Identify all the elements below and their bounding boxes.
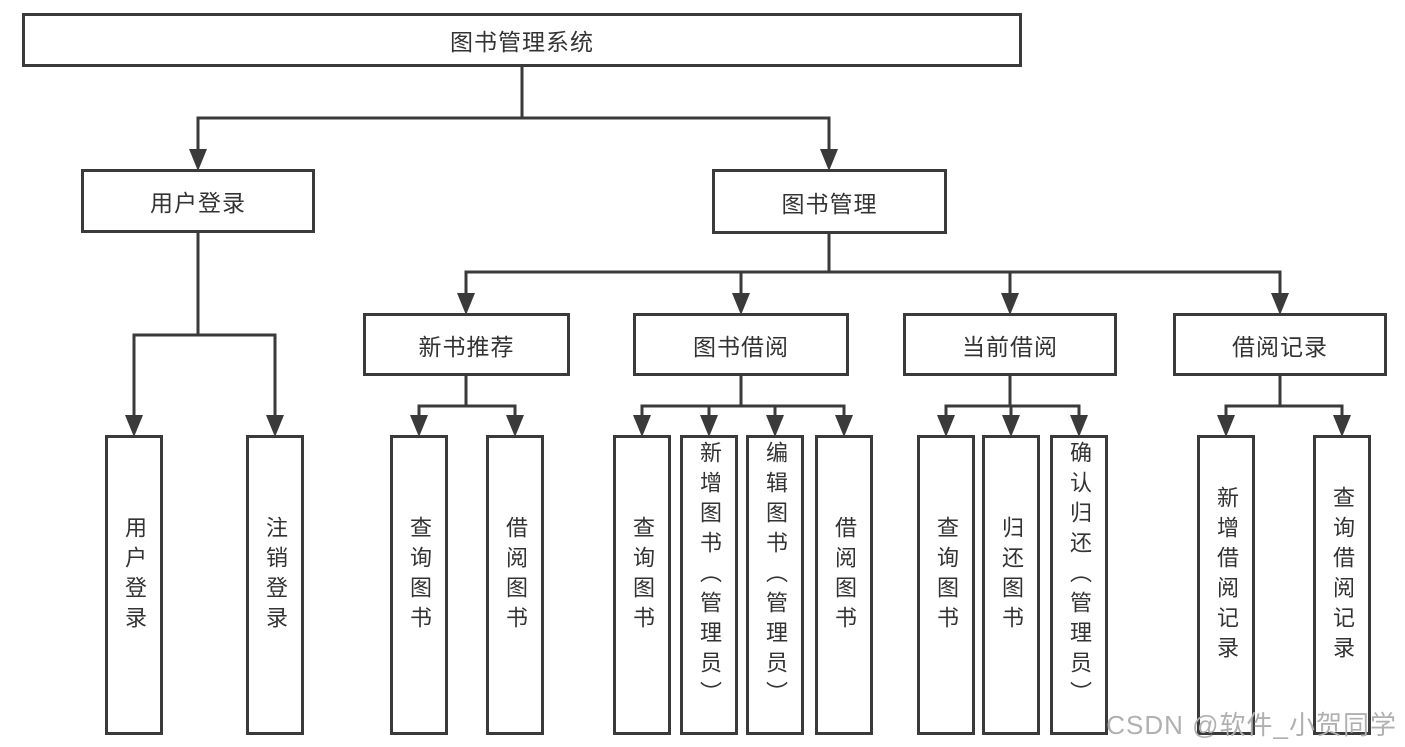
leaf-label: 确认归还（管理员） [1067, 441, 1092, 711]
watermark-text: CSDN @软件_小贺同学 [1106, 710, 1397, 740]
leaf-query-books-3: 查询图书 [917, 435, 975, 735]
leaf-label: 借阅图书 [832, 516, 857, 636]
leaf-label: 归还图书 [999, 516, 1024, 636]
leaf-label: 新增借阅记录 [1214, 486, 1239, 666]
node-book-management: 图书管理 [712, 169, 947, 234]
leaf-label: 注销登录 [263, 516, 288, 636]
node-label: 新书推荐 [418, 333, 515, 360]
node-new-book-recommend: 新书推荐 [363, 313, 570, 376]
leaf-query-books-2: 查询图书 [613, 435, 671, 735]
node-label: 图书借阅 [693, 333, 789, 360]
leaf-label: 新增图书（管理员） [697, 441, 722, 711]
leaf-label: 查询图书 [407, 516, 432, 636]
node-book-system: 图书管理系统 [22, 13, 1022, 67]
node-label: 图书管理系统 [450, 29, 594, 55]
leaf-add-borrow-record: 新增借阅记录 [1197, 435, 1255, 735]
leaf-borrow-books-1: 借阅图书 [486, 435, 544, 735]
node-label: 图书管理 [781, 190, 878, 217]
node-book-borrow: 图书借阅 [633, 313, 849, 376]
leaf-logout: 注销登录 [246, 435, 304, 735]
leaf-query-borrow-record: 查询借阅记录 [1313, 435, 1371, 735]
node-user-login: 用户登录 [81, 169, 315, 233]
node-borrow-records: 借阅记录 [1173, 313, 1387, 376]
leaf-label: 用户登录 [122, 516, 147, 636]
node-current-borrow: 当前借阅 [903, 313, 1117, 376]
leaf-add-book-admin: 新增图书（管理员） [680, 435, 738, 735]
node-label: 当前借阅 [962, 333, 1058, 360]
leaf-edit-book-admin: 编辑图书（管理员） [746, 435, 804, 735]
node-label: 借阅记录 [1232, 333, 1328, 360]
leaf-return-book: 归还图书 [982, 435, 1040, 735]
leaf-label: 编辑图书（管理员） [763, 441, 788, 711]
leaf-label: 查询图书 [934, 516, 959, 636]
leaf-label: 查询图书 [630, 516, 655, 636]
leaf-label: 借阅图书 [503, 516, 528, 636]
node-label: 用户登录 [150, 190, 246, 216]
leaf-query-books-1: 查询图书 [390, 435, 448, 735]
leaf-confirm-return-admin: 确认归还（管理员） [1050, 435, 1108, 735]
leaf-user-login: 用户登录 [105, 435, 163, 735]
leaf-borrow-books-2: 借阅图书 [815, 435, 873, 735]
leaf-label: 查询借阅记录 [1330, 486, 1355, 666]
